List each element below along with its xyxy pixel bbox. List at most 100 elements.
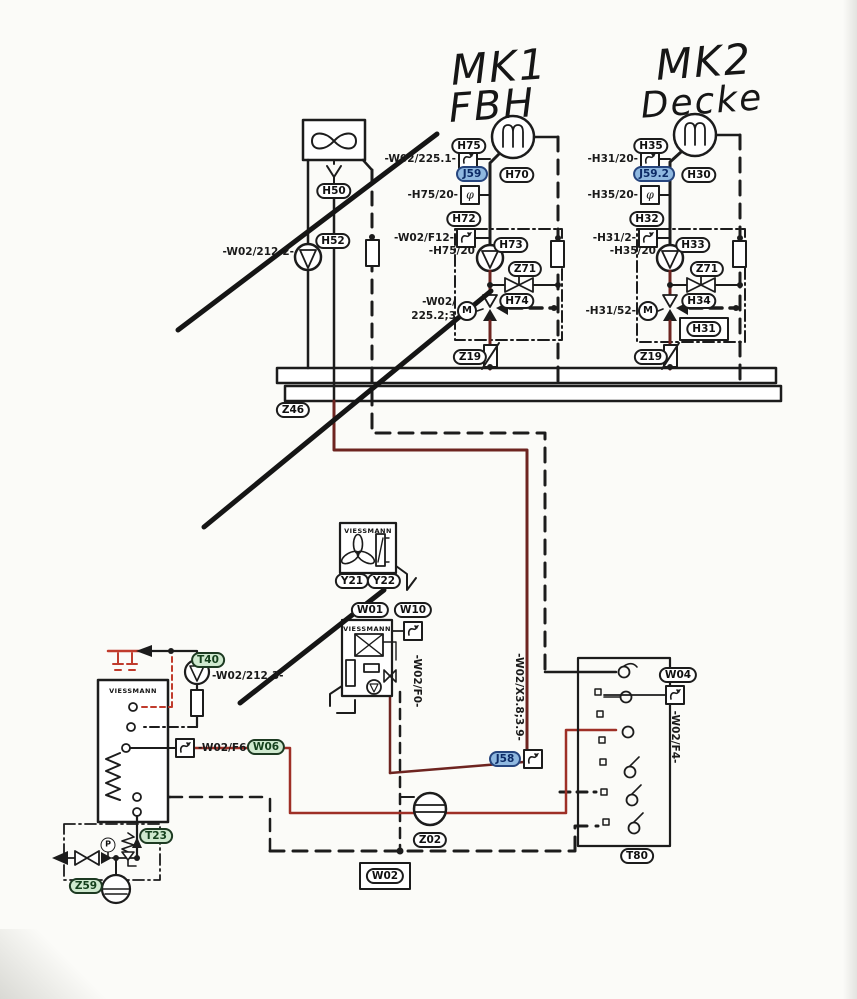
wire-label-w02-f12: -W02/F12- bbox=[393, 232, 454, 244]
resistor-icon bbox=[190, 689, 204, 717]
label-z59: Z59 bbox=[68, 878, 104, 894]
label-h52: H52 bbox=[315, 233, 351, 249]
label-h30: H30 bbox=[681, 167, 717, 183]
label-h35: H35 bbox=[633, 138, 669, 154]
label-z19-2: Z19 bbox=[633, 349, 669, 365]
viessmann-logo: VIESSMANN bbox=[343, 625, 391, 633]
wire-label-w02-f6: -W02/F6- bbox=[198, 742, 251, 754]
terminal bbox=[627, 821, 641, 835]
label-w06: W06 bbox=[246, 739, 286, 755]
label-y22: Y22 bbox=[366, 573, 402, 589]
fan-infinity-icon bbox=[311, 132, 357, 150]
fan-icon bbox=[340, 533, 376, 565]
wire-label-h31-20: -H31/20- bbox=[587, 153, 638, 165]
scan-corner-shadow bbox=[0, 929, 110, 999]
wire-label-h31-52: -H31/52- bbox=[585, 305, 636, 317]
wire-label-w02-212-3: -W02/212.3- bbox=[212, 670, 284, 682]
wire-label-w02-225-2-a: -W02/ bbox=[422, 296, 456, 308]
arrow-icon bbox=[136, 645, 152, 657]
terminal bbox=[625, 793, 639, 807]
label-h73: H73 bbox=[493, 237, 529, 253]
wire-label-h75-20-pump: -H75/20 bbox=[428, 245, 475, 257]
resistor-icon bbox=[732, 240, 747, 268]
wire-label-w02-225-1: -W02/225.1- bbox=[384, 153, 457, 165]
label-z46: Z46 bbox=[275, 402, 311, 418]
expansion-vessel-icon bbox=[412, 791, 448, 827]
mixer-motor: M bbox=[457, 301, 477, 321]
resistor-icon bbox=[365, 239, 380, 267]
drain-arrow-icon bbox=[52, 851, 68, 865]
label-t80: T80 bbox=[620, 848, 654, 864]
wire-label-h75-20: -H75/20- bbox=[407, 189, 458, 201]
heating-coil-icon bbox=[105, 752, 121, 801]
terminal bbox=[619, 690, 633, 704]
label-h72: H72 bbox=[446, 211, 482, 227]
wire-label-w02-f4: -W02/F4- bbox=[669, 710, 681, 764]
left-fan-circuit bbox=[293, 118, 380, 403]
terminal bbox=[128, 702, 138, 712]
label-h75: H75 bbox=[451, 138, 487, 154]
wire-label-h35-20-pump: -H35/20 bbox=[609, 245, 656, 257]
safety-valve-icon bbox=[121, 832, 135, 853]
connector-icon bbox=[403, 621, 423, 641]
scan-edge-shadow bbox=[843, 0, 857, 999]
check-valve-icon bbox=[101, 852, 112, 864]
valve-icon bbox=[74, 850, 100, 866]
resistor-icon bbox=[345, 659, 356, 687]
connector-icon bbox=[523, 749, 543, 769]
label-h74: H74 bbox=[499, 293, 535, 309]
wire-label-w02-f0: -W02/F0- bbox=[411, 654, 423, 708]
terminal bbox=[621, 725, 635, 739]
connector-icon bbox=[665, 685, 685, 705]
label-t23: T23 bbox=[139, 828, 173, 844]
label-y21: Y21 bbox=[334, 573, 370, 589]
label-w04: W04 bbox=[658, 667, 698, 683]
safety-group bbox=[52, 823, 161, 905]
phi-symbol: φ bbox=[646, 188, 654, 202]
phi-symbol: φ bbox=[466, 188, 474, 202]
label-h50: H50 bbox=[316, 183, 352, 199]
valve-icon bbox=[383, 669, 397, 683]
bus-bars bbox=[275, 366, 783, 403]
mixing-valve-icon bbox=[662, 294, 678, 308]
label-t40: T40 bbox=[191, 652, 225, 668]
t80-terminal-box bbox=[576, 656, 685, 848]
wire-label-w02-212-2: -W02/212.2- bbox=[222, 246, 295, 258]
pressure-gauge: P bbox=[100, 837, 116, 853]
label-h31: H31 bbox=[686, 321, 722, 337]
wire-label-w02-225-2-b: 225.2;3 bbox=[411, 310, 456, 322]
label-h32: H32 bbox=[629, 211, 665, 227]
label-z19: Z19 bbox=[452, 349, 488, 365]
mixer-group-frame bbox=[636, 228, 746, 343]
handwritten-decke: Decke bbox=[639, 77, 765, 127]
label-w10: W10 bbox=[393, 602, 433, 618]
label-w02: W02 bbox=[365, 868, 405, 884]
terminal bbox=[126, 722, 136, 732]
label-j59-2: J59.2 bbox=[633, 166, 675, 182]
connector-icon bbox=[175, 738, 195, 758]
label-z71-2: Z71 bbox=[689, 261, 725, 277]
label-h33: H33 bbox=[675, 237, 711, 253]
terminal bbox=[132, 792, 142, 802]
handwritten-fbh: FBH bbox=[447, 80, 537, 132]
terminal bbox=[617, 665, 631, 679]
mixer-motor: M bbox=[638, 301, 658, 321]
label-w01: W01 bbox=[350, 602, 390, 618]
resistor-icon bbox=[550, 240, 565, 268]
terminal bbox=[623, 765, 637, 779]
label-z71: Z71 bbox=[507, 261, 543, 277]
viessmann-logo: VIESSMANN bbox=[344, 527, 392, 535]
field-wiring bbox=[139, 366, 618, 890]
label-h70: H70 bbox=[499, 167, 535, 183]
label-z02: Z02 bbox=[412, 832, 448, 848]
mixer-group-frame bbox=[454, 228, 563, 341]
pump-icon bbox=[366, 679, 382, 695]
mid-units bbox=[329, 521, 423, 714]
wire-label-h31-2: -H31/2- bbox=[592, 232, 636, 244]
slider-icon bbox=[375, 533, 386, 567]
label-h34: H34 bbox=[681, 293, 717, 309]
wire-label-h35-20: -H35/20- bbox=[587, 189, 638, 201]
boiler-symbol-icon bbox=[354, 633, 384, 657]
